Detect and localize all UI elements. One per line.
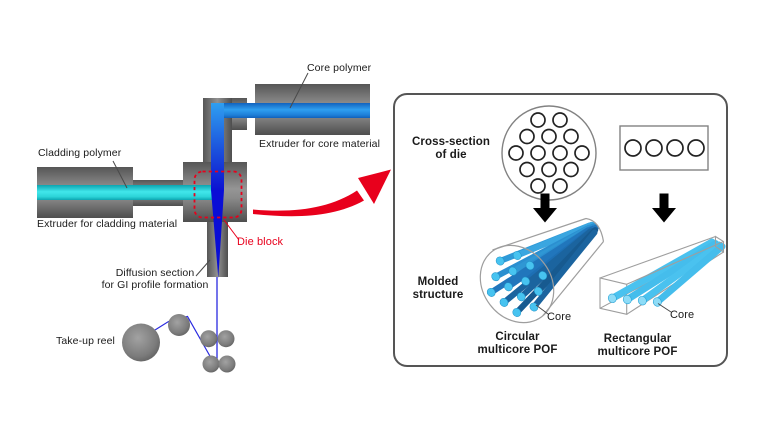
extruder-core-label: Extruder for core material xyxy=(259,138,381,150)
pof-cylinder-outline xyxy=(479,217,605,324)
pof-box-outline-front xyxy=(626,235,725,285)
molded-structure-label: Molded structure xyxy=(412,276,464,301)
rectangular-pof-graphic xyxy=(599,235,726,315)
core-polymer-label: Core polymer xyxy=(307,62,372,74)
die-block-label: Die block xyxy=(237,236,284,248)
die-block-leader-line xyxy=(223,219,240,241)
core-label-circular: Core xyxy=(547,311,572,323)
take-up-reel-graphic xyxy=(122,314,236,373)
red-arrow xyxy=(253,169,391,217)
melt-cone xyxy=(211,190,224,278)
pof-rod-caps xyxy=(486,251,548,317)
down-arrow-circular xyxy=(533,193,557,223)
core-label-rectangular: Core xyxy=(670,309,695,321)
diffusion-section-label: Diffusion section for GI profile formati… xyxy=(101,267,209,291)
circular-die-graphic xyxy=(501,105,597,201)
circular-pof-graphic xyxy=(479,217,605,324)
die-block-highlight-box xyxy=(193,170,243,219)
pof-rod-caps xyxy=(607,293,662,307)
circular-die-holes xyxy=(508,112,590,194)
circular-pof-label: Circular multicore POF xyxy=(477,331,558,356)
take-up-reel-label: Take-up reel xyxy=(56,335,115,347)
cladding-polymer-label: Cladding polymer xyxy=(38,147,122,159)
down-arrow-rectangular xyxy=(652,193,676,223)
rectangular-die-graphic xyxy=(619,125,709,171)
leader-lines xyxy=(112,72,309,277)
cladding-stream xyxy=(37,185,213,200)
extruder-cladding-label: Extruder for cladding material xyxy=(37,218,178,230)
cross-section-of-die-label: Cross-section of die xyxy=(412,136,490,161)
rectangular-die-holes xyxy=(624,139,705,157)
core-stream xyxy=(211,103,370,190)
rectangular-pof-label: Rectangular multicore POF xyxy=(597,333,678,358)
